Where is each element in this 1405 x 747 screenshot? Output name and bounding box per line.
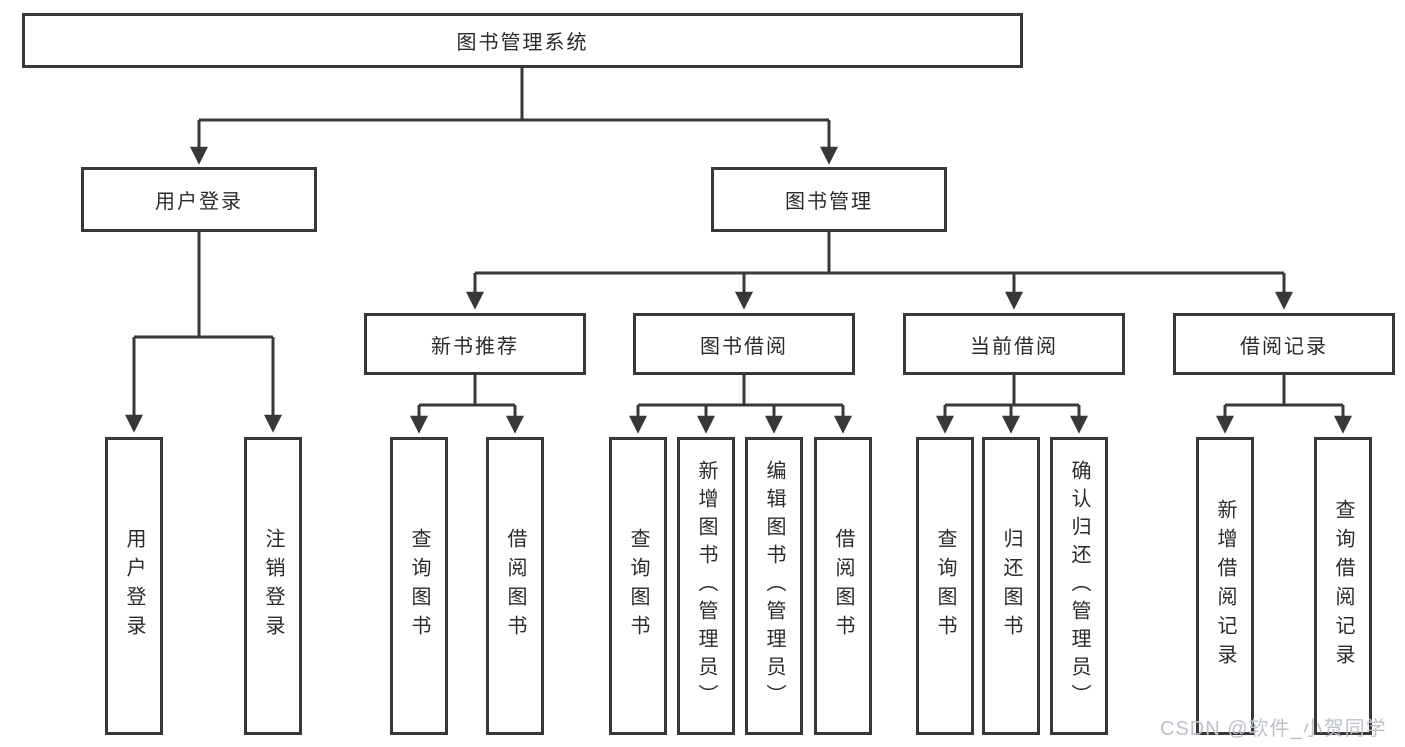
leaf-current-query-books: 查询图书 [916, 437, 974, 735]
node-current-borrow: 当前借阅 [903, 313, 1125, 375]
node-borrow-records: 借阅记录 [1173, 313, 1395, 375]
leaf-edit-books-admin: 编辑图书（管理员） [745, 437, 803, 735]
node-book-management: 图书管理 [711, 167, 947, 232]
leaf-query-borrow-record: 查询借阅记录 [1314, 437, 1372, 735]
leaf-recommend-query-books: 查询图书 [390, 437, 448, 735]
leaf-recommend-borrow-books: 借阅图书 [486, 437, 544, 735]
node-book-borrow: 图书借阅 [633, 313, 855, 375]
leaf-borrow-query-books: 查询图书 [609, 437, 667, 735]
node-user-login: 用户登录 [81, 167, 317, 232]
leaf-confirm-return-admin: 确认归还（管理员） [1050, 437, 1108, 735]
leaf-add-books-admin: 新增图书（管理员） [677, 437, 735, 735]
leaf-borrow-books: 借阅图书 [814, 437, 872, 735]
node-root: 图书管理系统 [22, 13, 1023, 68]
leaf-user-login: 用户登录 [105, 437, 163, 735]
leaf-logout: 注销登录 [244, 437, 302, 735]
node-new-book-recommend: 新书推荐 [364, 313, 586, 375]
csdn-watermark: CSDN @软件_小贺同学 [1160, 718, 1387, 740]
leaf-return-books: 归还图书 [982, 437, 1040, 735]
leaf-add-borrow-record: 新增借阅记录 [1196, 437, 1254, 735]
